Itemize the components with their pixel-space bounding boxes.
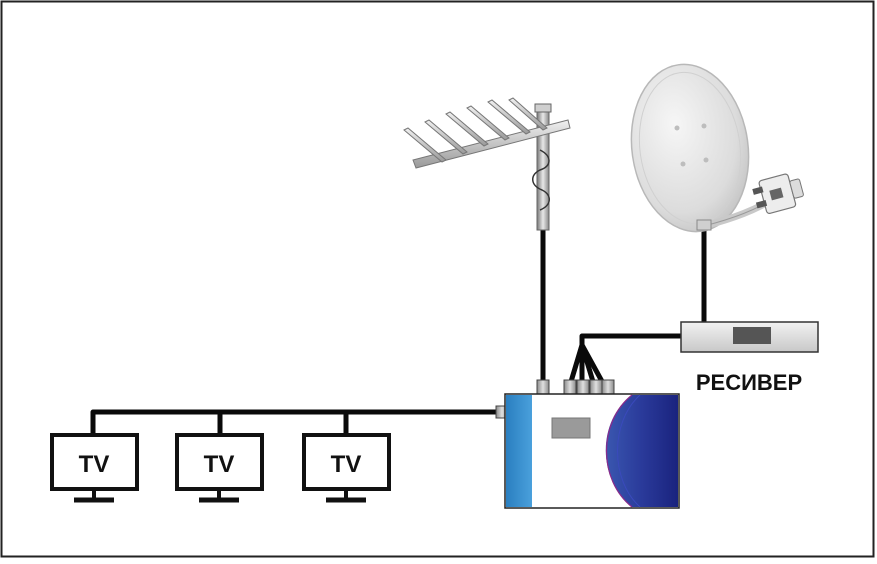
tv-3-label: TV <box>331 451 362 478</box>
tv-2-label: TV <box>204 451 235 478</box>
receiver-icon <box>680 321 819 353</box>
receiver-cable <box>579 333 682 345</box>
tv-bus-cable <box>90 409 503 437</box>
tv-3: TV <box>302 433 391 503</box>
amplifier-display <box>551 417 591 439</box>
receiver-cable-d <box>579 343 607 387</box>
amplifier-icon <box>495 379 680 509</box>
receiver-label: РЕСИВЕР <box>696 370 802 395</box>
yagi-antenna-icon <box>403 97 571 231</box>
tv-1: TV <box>50 433 139 503</box>
satellite-dish-icon <box>630 63 804 233</box>
tv-1-label: TV <box>79 451 110 478</box>
tv-2: TV <box>175 433 264 503</box>
cables <box>90 228 707 437</box>
receiver-display <box>733 327 771 344</box>
